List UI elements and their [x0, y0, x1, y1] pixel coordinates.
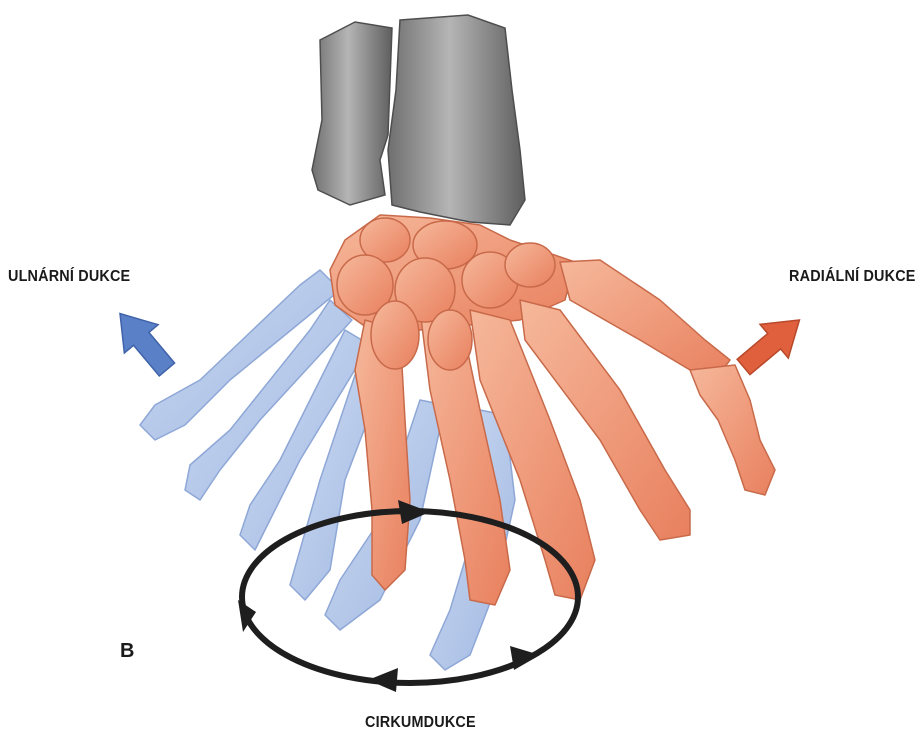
radial-deviation-label: RADIÁLNÍ DUKCE	[789, 268, 916, 286]
panel-letter: B	[120, 640, 135, 663]
ulna-bone	[312, 22, 392, 205]
carpal-bone-g	[371, 301, 419, 369]
radius-bone	[388, 15, 525, 225]
red-thumb	[690, 365, 775, 495]
arrowhead-bottom-right-icon	[510, 646, 540, 670]
arrowhead-bottom-left-icon	[368, 668, 398, 692]
hand-radial-position	[330, 215, 775, 605]
radial-arrow-icon	[729, 303, 813, 384]
carpal-bone-h	[428, 310, 472, 370]
ulnar-arrow-icon	[103, 299, 184, 383]
ulnar-deviation-label: ULNÁRNÍ DUKCE	[8, 268, 130, 286]
circumduction-label: CIRKUMDUKCE	[365, 714, 476, 732]
forearm-bones	[312, 15, 525, 225]
carpal-bone-f	[505, 243, 555, 287]
